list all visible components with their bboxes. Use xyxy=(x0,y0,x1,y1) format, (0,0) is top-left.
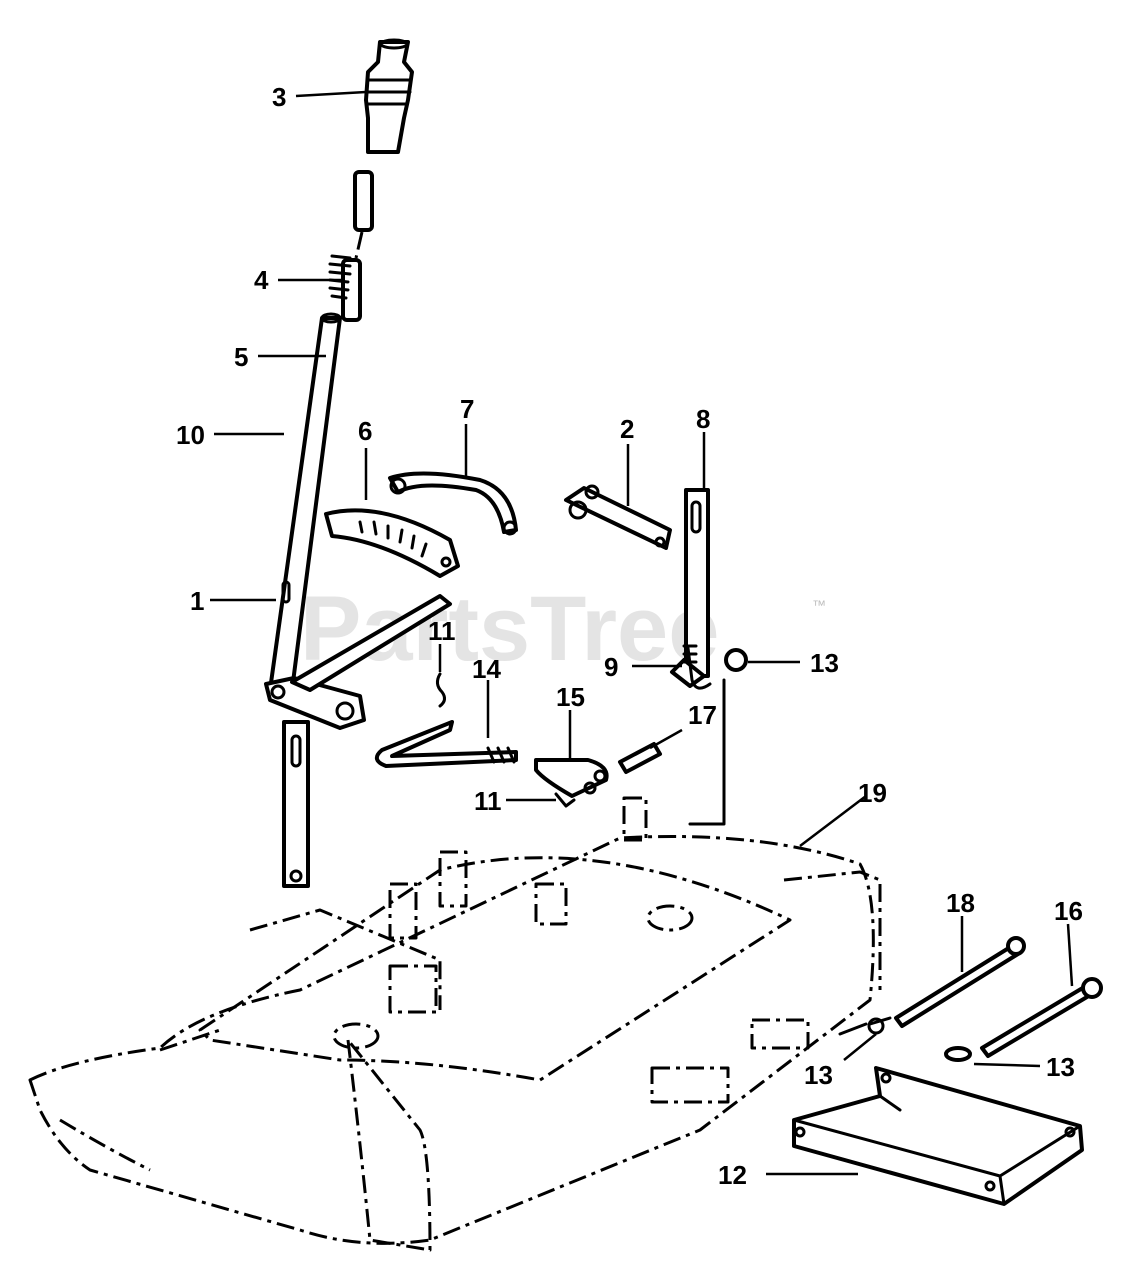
callout-9: 9 xyxy=(604,652,618,682)
part-8-slotted-bracket xyxy=(670,488,710,688)
callout-13-upper: 13 xyxy=(810,648,839,678)
callout-1: 1 xyxy=(190,586,204,616)
callout-labels: 3 4 5 7 6 2 8 1 11 9 13 14 15 17 10 11 1… xyxy=(176,82,1083,1190)
part-1-lever xyxy=(264,312,452,730)
part-12-u-bracket xyxy=(792,1066,1084,1206)
callout-15: 15 xyxy=(556,682,585,712)
part-13-washer-upper xyxy=(724,648,748,672)
callout-3: 3 xyxy=(272,82,286,112)
part-11-clip-upper xyxy=(435,672,447,708)
callout-16: 16 xyxy=(1054,896,1083,926)
part-14-bent-rod xyxy=(374,720,518,768)
callout-8: 8 xyxy=(696,404,710,434)
part-11-clip-lower xyxy=(554,792,576,808)
part-9-hook-rod xyxy=(682,644,726,826)
callout-6: 6 xyxy=(358,416,372,446)
callout-7: 7 xyxy=(460,394,474,424)
part-7-curved-bracket xyxy=(388,471,518,536)
callout-12: 12 xyxy=(718,1160,747,1190)
callout-5: 5 xyxy=(234,342,248,372)
callout-13-lower-right: 13 xyxy=(1046,1052,1075,1082)
part-17-pin xyxy=(618,742,662,774)
part-6-sector xyxy=(324,508,460,578)
callout-13-lower-left: 13 xyxy=(804,1060,833,1090)
part-18-long-bolt xyxy=(838,936,1026,1036)
callout-10: 10 xyxy=(176,420,205,450)
part-10-slotted-link xyxy=(282,720,310,888)
watermark-text: PartsTree xyxy=(300,578,719,680)
part-15-clevis xyxy=(534,758,609,798)
part-16-bolt xyxy=(980,977,1103,1058)
part-13-washer-right xyxy=(944,1046,972,1062)
part-19-deck xyxy=(28,796,882,1252)
watermark-trademark: ™ xyxy=(812,597,826,613)
part-3-handle-grip xyxy=(364,38,414,154)
callout-17: 17 xyxy=(688,700,717,730)
callout-4: 4 xyxy=(254,265,269,295)
leader-lines xyxy=(210,90,1074,1176)
part-2-link-plate xyxy=(564,484,672,550)
callout-2: 2 xyxy=(620,414,634,444)
callout-11-upper: 11 xyxy=(428,616,456,646)
callout-19: 19 xyxy=(858,778,887,808)
callout-11-lower: 11 xyxy=(474,786,502,816)
callout-18: 18 xyxy=(946,888,975,918)
callout-14: 14 xyxy=(472,654,501,684)
